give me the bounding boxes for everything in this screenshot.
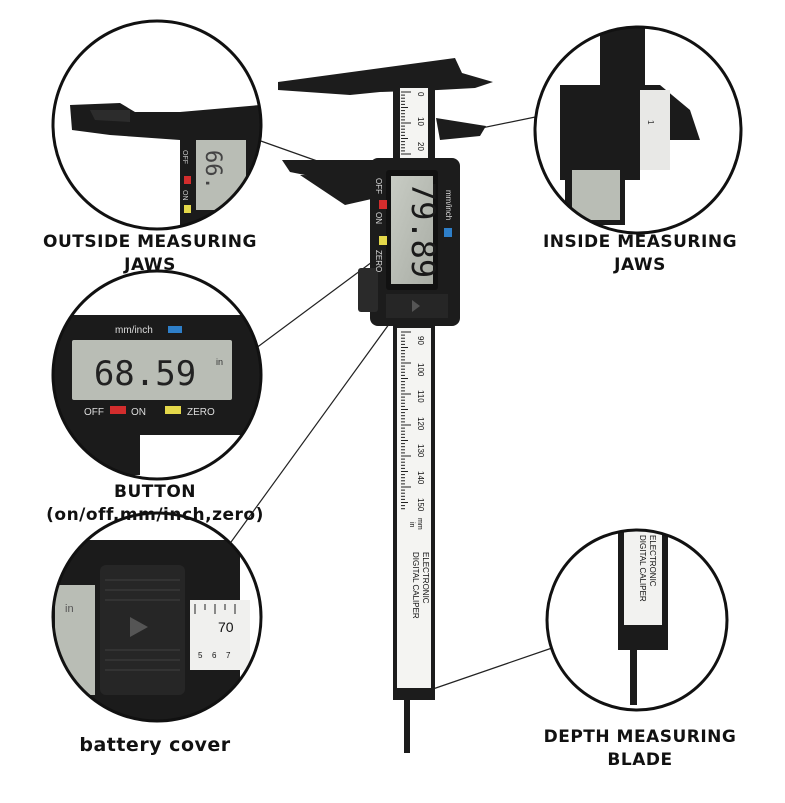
zoom-panel-on: ON — [131, 407, 146, 418]
label-button-line1: BUTTON — [113, 482, 197, 502]
scale-number: 140 — [416, 471, 425, 485]
label-battery-cover: battery cover — [20, 734, 290, 757]
zoom-panel-off: OFF — [84, 407, 104, 418]
battery-arrow-icon — [412, 300, 420, 312]
zoom-button-panel: 68.59 in mm/inch OFF ON ZERO — [51, 269, 263, 481]
zoom-lcd-reading: 68.59 — [94, 354, 196, 394]
scale-number: 100 — [416, 363, 425, 377]
zoom-outside-jaws: 66. OFF ON — [51, 19, 263, 231]
label-depth-blade-line1: DEPTH MEASURING — [543, 727, 737, 747]
slider-on-label: ON — [374, 212, 383, 224]
brand-line-2: DIGITAL CALIPER — [411, 552, 420, 619]
slider-unit-label: mm/inch — [444, 190, 453, 220]
label-depth-blade-line2: BLADE — [607, 750, 673, 770]
inside-jaw-moving — [436, 118, 486, 140]
scale-number: 120 — [416, 417, 425, 431]
caliper-main: 79.89 OFF ON ZERO mm/inch 0 10 20 90 100 110… — [278, 58, 493, 753]
label-outside-jaws: OUTSIDE MEASURING JAWS — [20, 231, 280, 277]
mm-inch-button — [444, 228, 452, 237]
battery-zoom-tick-label: 6 — [212, 651, 217, 660]
zoom-battery-cover: in 70 5 6 7 — [51, 511, 263, 723]
battery-zoom-scale-number: 70 — [218, 619, 234, 635]
leader-lines — [217, 114, 553, 691]
label-button-line2: (on/off,mm/inch,zero) — [46, 505, 264, 525]
zoom-off-label: OFF — [181, 150, 188, 164]
scale-number: 20 — [416, 142, 425, 151]
zoom-inch-tick: 1 — [646, 120, 655, 125]
slide-arrow-icon — [130, 617, 148, 637]
zoom-lcd-unit: in — [216, 357, 223, 367]
zoom-depth-blade: ELECTRONIC DIGITAL CALIPER — [545, 528, 729, 712]
brand-line-1: ELECTRONIC — [421, 552, 430, 604]
label-depth-blade: DEPTH MEASURING BLADE — [520, 726, 760, 772]
leader-outside-jaws — [257, 139, 321, 163]
label-inside-jaws-line1: INSIDE MEASURING — [542, 232, 738, 252]
zero-button-zoom — [165, 406, 181, 414]
zoom-unit-mode-label: mm/inch — [115, 325, 153, 336]
depth-blade — [404, 688, 410, 753]
battery-zoom-tick-label: 5 — [198, 651, 203, 660]
label-inside-jaws-line2: JAWS — [614, 255, 666, 275]
label-outside-jaws-line1: OUTSIDE MEASURING — [43, 232, 257, 252]
battery-zoom-tick-label: 7 — [226, 651, 231, 660]
main-lcd-reading: 79.89 — [404, 182, 442, 278]
outside-jaw-lower — [300, 175, 376, 205]
zoom-on-label: ON — [181, 190, 188, 201]
zoom-panel-zero: ZERO — [187, 407, 215, 418]
zoom-inside-jaws: 1 — [533, 25, 743, 235]
label-button: BUTTON (on/off,mm/inch,zero) — [20, 481, 290, 527]
label-outside-jaws-line2: JAWS — [124, 255, 176, 275]
lcd-screen — [391, 176, 433, 284]
scale-number: 10 — [416, 117, 425, 126]
zoom-partial-reading: 66. — [200, 150, 225, 190]
scale-number: 110 — [416, 390, 425, 403]
zoom-battery-unit: in — [65, 603, 74, 615]
scale-number: 130 — [416, 444, 425, 458]
zero-button — [379, 236, 387, 245]
mm-inch-button-zoom — [168, 326, 182, 333]
inside-jaw-fixed — [278, 58, 493, 95]
leader-battery — [217, 319, 393, 561]
thumb-wheel — [358, 268, 378, 312]
scale-number: 0 — [416, 92, 425, 97]
off-on-button — [379, 200, 387, 209]
scale-number: 90 — [416, 336, 425, 345]
scale-unit-label: mm — [416, 518, 423, 530]
off-on-button-zoom — [110, 406, 126, 414]
leader-button — [239, 261, 373, 361]
label-battery-cover-text: battery cover — [79, 734, 231, 756]
leader-depth-blade — [429, 647, 553, 691]
label-inside-jaws: INSIDE MEASURING JAWS — [520, 231, 760, 277]
scale-number: 150 — [416, 498, 425, 512]
outside-jaw-upper — [282, 160, 375, 180]
zoom-brand-line-1: ELECTRONIC — [648, 535, 657, 587]
inch-marker-label: in — [408, 522, 415, 528]
slider-off-label: OFF — [374, 178, 383, 194]
slider-zero-label: ZERO — [374, 250, 383, 272]
zoom-brand-line-2: DIGITAL CALIPER — [638, 535, 647, 602]
